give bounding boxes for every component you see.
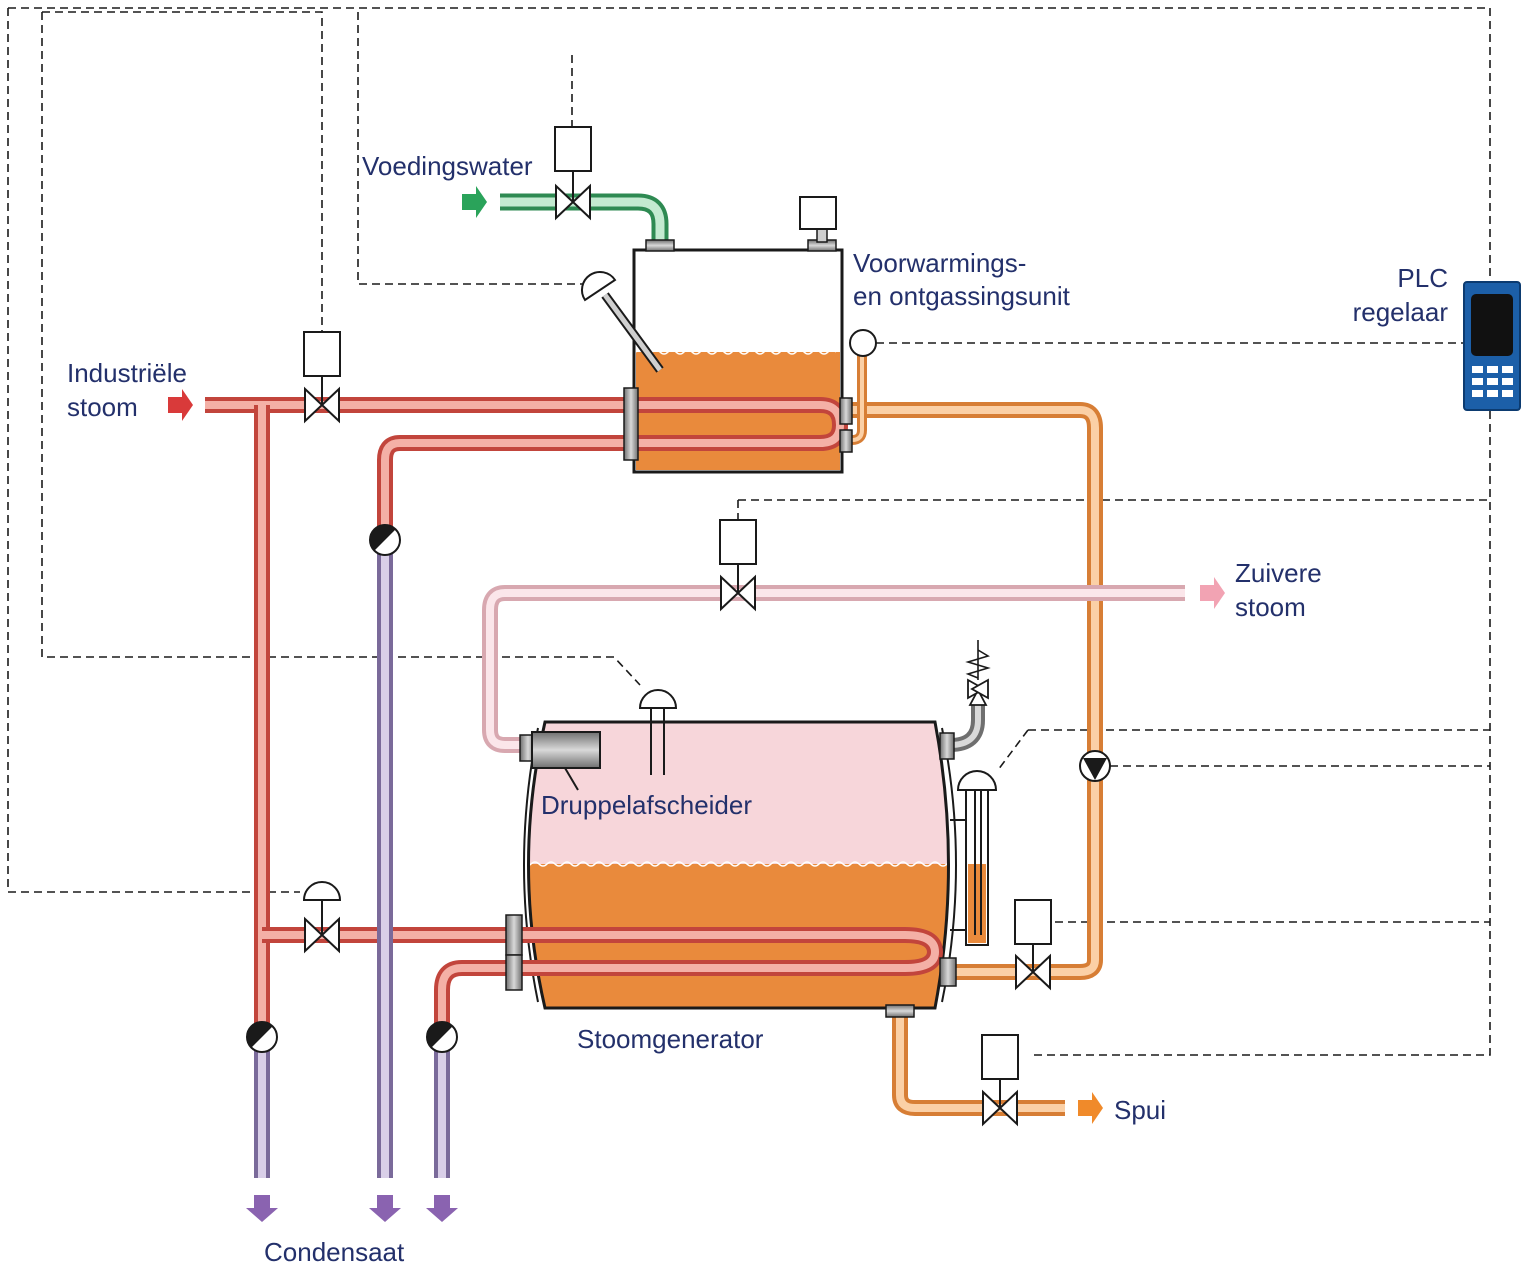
label-condensate: Condensaat (264, 1237, 405, 1267)
valve-feed-water (554, 126, 592, 221)
pressure-transmitter (799, 196, 837, 243)
arrow-condensate-1 (246, 1195, 278, 1222)
valve-feed-generator (1014, 899, 1052, 991)
arrow-industrial-steam (168, 389, 193, 421)
arrow-blowdown (1078, 1092, 1103, 1124)
control-signal-lines (7, 7, 1491, 1056)
arrow-condensate-2 (369, 1195, 401, 1222)
valve-pure-steam (719, 519, 757, 612)
label-steam-generator: Stoomgenerator (577, 1024, 764, 1054)
arrow-feed-water (462, 186, 487, 218)
valve-blowdown (981, 1034, 1019, 1127)
label-feed-water: Voedingswater (362, 151, 533, 181)
flow-arrows (168, 186, 1225, 1222)
feed-pump (1079, 750, 1111, 782)
label-blowdown: Spui (1114, 1095, 1166, 1125)
label-droplet-separator: Druppelafscheider (541, 790, 752, 820)
label-industrial-steam-line2: stoom (67, 392, 138, 422)
steam-trap-3 (426, 1021, 458, 1053)
label-pure-steam-line2: stoom (1235, 592, 1306, 622)
steam-trap-2 (246, 1021, 278, 1053)
steam-trap-1 (369, 524, 401, 556)
plc-controller (1463, 281, 1521, 411)
label-industrial-steam-line1: Industriële (67, 358, 187, 388)
label-preheater-line2: en ontgassingsunit (853, 281, 1071, 311)
steam-generator (505, 689, 998, 1018)
label-pure-steam-line1: Zuivere (1235, 558, 1322, 588)
safety-valve (965, 640, 991, 706)
label-plc-line2: regelaar (1353, 297, 1449, 327)
valve-generator-steam (302, 881, 342, 954)
preheater-unit (580, 239, 853, 474)
label-plc-line1: PLC (1397, 263, 1448, 293)
valve-industrial-steam (303, 331, 341, 424)
label-preheater-line1: Voorwarmings- (853, 248, 1026, 278)
labels: Voedingswater Voorwarmings- en ontgassin… (67, 151, 1448, 1267)
arrow-pure-steam (1200, 577, 1225, 609)
level-sensor (849, 329, 877, 357)
arrow-condensate-3 (426, 1195, 458, 1222)
